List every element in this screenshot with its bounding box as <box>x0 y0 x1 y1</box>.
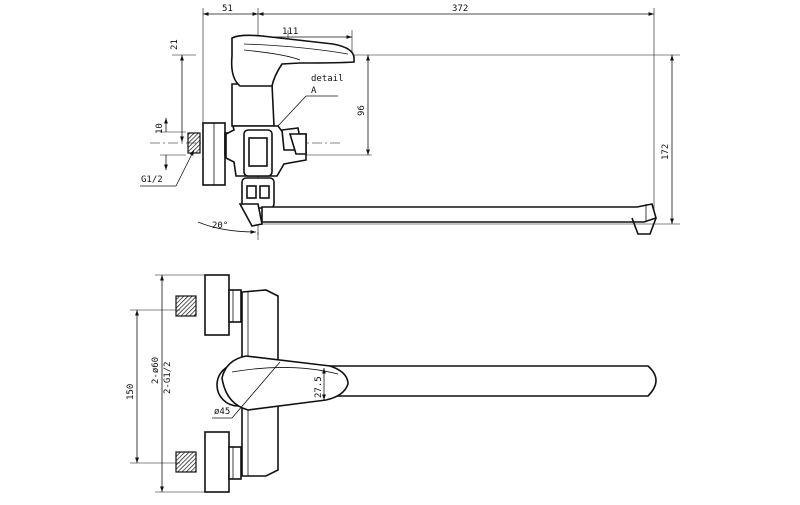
top-view: 150 2-ø60 2-G1/2 ø45 27.5 <box>126 274 657 493</box>
dim-thread-2-g12: 2-G1/2 <box>163 361 173 394</box>
dim-21: 21 <box>170 39 180 50</box>
dim-372: 372 <box>452 4 468 14</box>
dim-27-5: 27.5 <box>314 376 324 398</box>
dim-96: 96 <box>357 105 367 116</box>
angle-label: 20° <box>212 221 228 231</box>
side-view: 51 372 111 21 10 96 172 detail A G1/2 <box>140 4 680 240</box>
dim-111: 111 <box>282 27 298 37</box>
dim-diameter-45: ø45 <box>214 407 230 417</box>
dim-51: 51 <box>222 4 233 14</box>
dim-172: 172 <box>661 144 671 160</box>
detail-letter: A <box>311 86 317 96</box>
detail-label: detail <box>311 74 344 84</box>
dim-150: 150 <box>126 384 136 400</box>
thread-label: G1/2 <box>141 175 163 185</box>
dim-diameter-60: 2-ø60 <box>151 357 161 384</box>
dim-10: 10 <box>155 123 165 134</box>
